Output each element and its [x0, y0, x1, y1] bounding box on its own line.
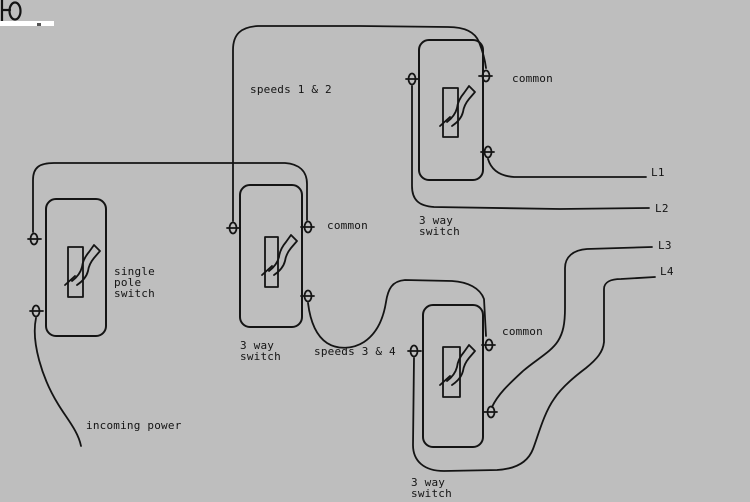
- toggle-lever-tick: [439, 375, 451, 386]
- toggle-lever-icon: [71, 244, 101, 286]
- switch-body: [418, 39, 484, 181]
- toggle-plate: [442, 87, 459, 138]
- window-fragment-tick: [37, 23, 41, 26]
- toggle-lever-icon: [446, 344, 476, 386]
- label-speeds-3-4: speeds 3 & 4: [314, 345, 396, 358]
- terminal-screw: [226, 221, 241, 235]
- window-fragment-bar: [0, 21, 54, 26]
- terminal-screw: [483, 405, 498, 419]
- toggle-lever-icon: [446, 85, 476, 127]
- toggle-lever-tick: [261, 265, 273, 276]
- toggle-lever-tick: [439, 116, 451, 127]
- label-common-top: common: [512, 72, 553, 85]
- terminal-screw: [480, 145, 495, 159]
- wire-to-l1: [487, 158, 647, 178]
- terminal-screw: [478, 69, 493, 83]
- wire-speeds-3-4: [307, 279, 487, 349]
- terminal-screw: [300, 220, 315, 234]
- switch-body: [45, 198, 107, 337]
- toggle-lever-icon: [268, 234, 298, 276]
- terminal-screw: [405, 72, 420, 86]
- label-l3: L3: [658, 239, 672, 252]
- terminal-screw: [29, 304, 44, 318]
- label-l4: L4: [660, 265, 674, 278]
- terminal-screw: [407, 344, 422, 358]
- toggle-plate: [67, 246, 84, 298]
- three-way-switch-top: [405, 39, 495, 181]
- label-single-pole: single pole switch: [114, 265, 155, 300]
- terminal-screw: [481, 338, 496, 352]
- label-incoming-power: incoming power: [86, 419, 182, 432]
- terminal-screw: [300, 289, 315, 303]
- label-common-middle: common: [327, 219, 368, 232]
- toggle-plate: [442, 346, 461, 398]
- wire-to-l4: [412, 276, 656, 472]
- label-l2: L2: [655, 202, 669, 215]
- wire-to-l3: [491, 246, 653, 408]
- terminal-screw: [27, 232, 42, 246]
- switch-body: [422, 304, 484, 448]
- label-speeds-1-2: speeds 1 & 2: [250, 83, 332, 96]
- toggle-lever-tick: [64, 275, 76, 286]
- wire-single-pole-to-middle-common: [32, 162, 308, 233]
- label-three-way-middle: 3 way switch: [240, 339, 281, 363]
- single-pole-switch: [27, 198, 107, 337]
- switch-body: [239, 184, 303, 328]
- three-way-switch-bottom: [407, 304, 498, 448]
- wire-incoming-power: [33, 317, 82, 447]
- label-l1: L1: [651, 166, 665, 179]
- label-three-way-top: 3 way switch: [419, 214, 460, 238]
- label-common-bottom: common: [502, 325, 543, 338]
- window-fragment-icon: [0, 0, 22, 23]
- three-way-switch-middle: [226, 184, 315, 328]
- label-three-way-bottom: 3 way switch: [411, 476, 452, 500]
- wire-speeds-1-2: [232, 25, 487, 222]
- wire-to-l2: [411, 85, 650, 210]
